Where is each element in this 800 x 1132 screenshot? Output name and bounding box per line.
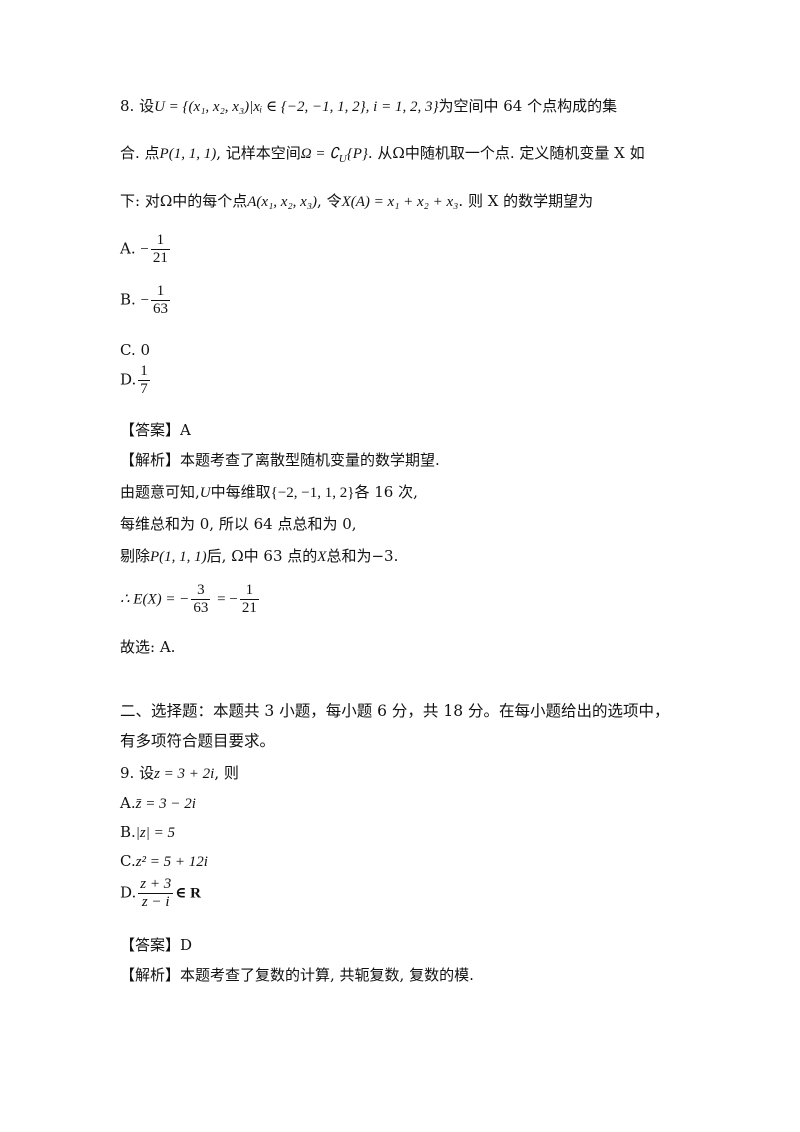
denominator: 63: [153, 300, 169, 317]
q9-analysis: 【解析】本题考查了复数的计算, 共轭复数, 复数的模.: [120, 966, 474, 984]
option-label: D.: [120, 370, 137, 389]
q8-stem-text: 下: 对Ω中的每个点: [120, 192, 248, 210]
expectation-lhs: ∴ E(X) = −: [120, 591, 190, 608]
point-a-formula: A(x₁, x₂, x₃): [247, 194, 318, 210]
q8-stem-text: , 令: [317, 192, 342, 210]
random-variable-formula: X(A) = x₁ + x₂ + x₃: [341, 194, 459, 210]
solution-text: 由题意可知,: [120, 483, 200, 501]
answer-text: 【答案】A: [120, 421, 191, 439]
minus-sign: −: [140, 292, 150, 309]
complement-subscript: U: [338, 153, 347, 165]
answer-text: 【答案】D: [120, 936, 193, 954]
q9-option-b: B.|z| = 5: [120, 823, 175, 842]
q8-stem-text: . 则 X 的数学期望为: [458, 192, 594, 210]
value-set-formula: {−2, −1, 1, 2}: [270, 485, 355, 501]
q8-set-formula: U = {(x₁, x₂, x₃)|xᵢ ∈ {−2, −1, 1, 2}, i…: [154, 99, 439, 115]
denominator: z − i: [141, 893, 170, 910]
q8-answer: 【答案】A: [120, 421, 191, 439]
denominator: 21: [152, 249, 168, 266]
choice-text: 故选: A.: [120, 638, 176, 656]
numerator: 3: [191, 582, 211, 600]
option-formula: z̄ = 3 − 2i: [135, 796, 196, 812]
section2-heading-line1: 二、选择题：本题共 3 小题，每小题 6 分，共 18 分。在每小题给出的选项中…: [120, 702, 670, 721]
q8-stem-text: 为空间中 64 个点构成的集: [438, 97, 618, 115]
option-label: B.: [120, 823, 136, 841]
q8-solution-line2: 每维总和为 0, 所以 64 点总和为 0,: [120, 515, 357, 533]
solution-text: 各 16 次,: [354, 483, 418, 501]
option-label: C. 0: [120, 341, 151, 359]
analysis-text: 【解析】本题考查了离散型随机变量的数学期望.: [120, 451, 440, 469]
denominator: 7: [140, 380, 148, 397]
solution-text: 中每维取: [210, 483, 271, 501]
option-label: B.: [120, 290, 136, 309]
option-formula: z² = 5 + 12i: [135, 854, 208, 870]
real-set-membership: ∈ R: [175, 885, 201, 902]
q9-stem-text: 9. 设: [120, 764, 155, 782]
numerator: 1: [150, 232, 170, 250]
solution-text: 总和为−3.: [326, 547, 399, 565]
point-p-formula: P(1, 1, 1): [150, 549, 207, 565]
q8-solution-line3: 剔除P(1, 1, 1)后, Ω中 63 点的X总和为−3.: [120, 547, 398, 566]
q8-stem-text: . 从Ω中随机取一个点. 定义随机变量 X 如: [367, 144, 645, 162]
option-label: A.: [120, 794, 136, 812]
numerator: 1: [151, 283, 171, 301]
option-formula: |z| = 5: [135, 825, 176, 841]
denominator: 63: [193, 599, 209, 616]
numerator: 1: [239, 582, 259, 600]
minus-sign: −: [140, 241, 149, 258]
set-u-symbol: U: [199, 485, 211, 501]
option-label: A.: [120, 239, 136, 258]
sample-space-set: {P}: [346, 146, 368, 162]
z-definition: z = 3 + 2i: [154, 766, 215, 782]
section2-heading-line2: 有多项符合题目要求。: [120, 732, 275, 751]
q8-solution-line1: 由题意可知,U中每维取{−2, −1, 1, 2}各 16 次,: [120, 483, 418, 502]
q8-stem-text: 8. 设: [120, 97, 155, 115]
variable-x-symbol: X: [317, 549, 327, 565]
q9-stem: 9. 设z = 3 + 2i, 则: [120, 764, 239, 783]
sample-space-formula: Ω = ∁: [300, 146, 339, 162]
solution-text: 剔除: [120, 547, 151, 565]
solution-text: 后, Ω中 63 点的: [206, 547, 318, 565]
q9-answer: 【答案】D: [120, 936, 192, 954]
q8-stem-text: , 记样本空间: [216, 144, 301, 162]
q8-choice: 故选: A.: [120, 638, 175, 656]
q8-analysis: 【解析】本题考查了离散型随机变量的数学期望.: [120, 451, 440, 469]
denominator: 21: [241, 599, 257, 616]
q8-stem-line3: 下: 对Ω中的每个点A(x₁, x₂, x₃), 令X(A) = x₁ + x₂…: [120, 192, 593, 211]
q8-stem-text: 合. 点: [120, 144, 160, 162]
q8-stem-line1: 8. 设U = {(x₁, x₂, x₃)|xᵢ ∈ {−2, −1, 1, 2…: [120, 97, 617, 116]
q9-option-a: A.z̄ = 3 − 2i: [120, 794, 196, 813]
point-p-formula: P(1, 1, 1): [159, 146, 217, 162]
section-heading-text: 二、选择题：本题共 3 小题，每小题 6 分，共 18 分。在每小题给出的选项中…: [120, 702, 670, 720]
numerator: 1: [138, 363, 150, 381]
q9-stem-text: , 则: [214, 764, 239, 782]
equals-minus: = −: [217, 591, 238, 608]
option-label: D.: [120, 883, 137, 902]
option-label: C.: [120, 852, 136, 870]
numerator: z + 3: [138, 876, 174, 894]
q8-stem-line2: 合. 点P(1, 1, 1), 记样本空间Ω = ∁U{P}. 从Ω中随机取一个…: [120, 144, 645, 166]
q8-option-c: C. 0: [120, 341, 150, 359]
q9-option-c: C.z² = 5 + 12i: [120, 852, 208, 871]
analysis-text: 【解析】本题考查了复数的计算, 共轭复数, 复数的模.: [120, 966, 474, 984]
solution-text: 每维总和为 0, 所以 64 点总和为 0,: [120, 515, 357, 533]
section-heading-text: 有多项符合题目要求。: [120, 732, 276, 750]
